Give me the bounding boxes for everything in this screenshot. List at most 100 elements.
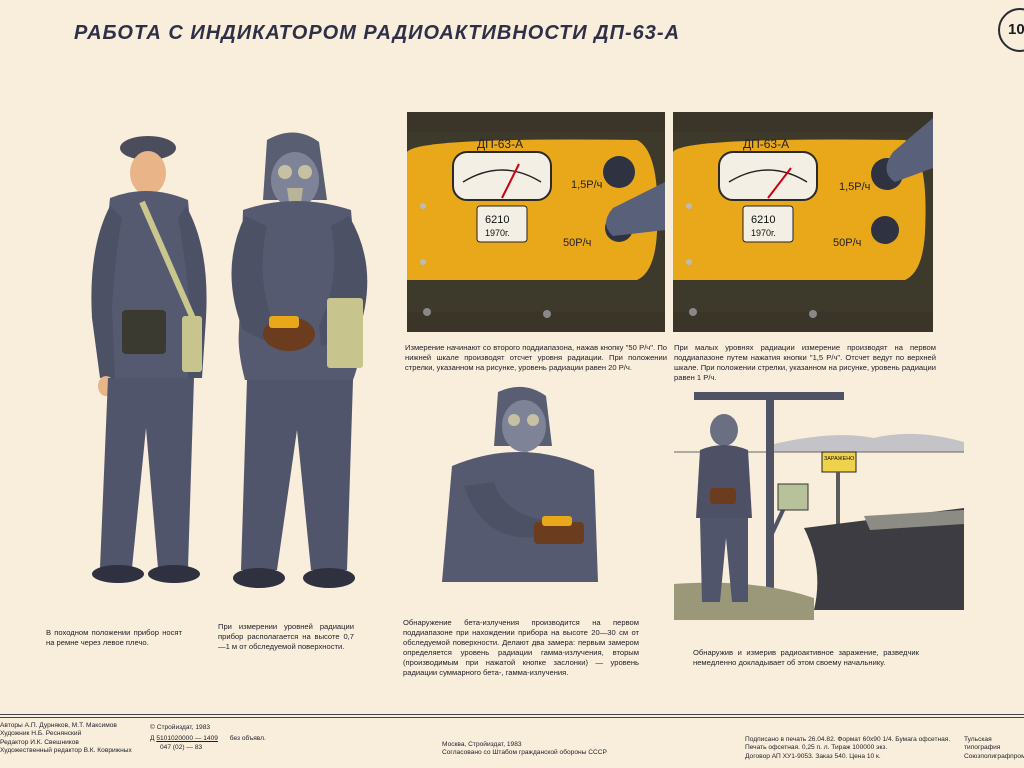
editor-line: Редактор И.К. Свешников xyxy=(0,738,79,746)
printer-2: типография xyxy=(964,744,1001,752)
serial-text: 6210 xyxy=(485,214,509,226)
agreed-line: Согласовано со Штабом гражданской оборон… xyxy=(442,749,607,757)
caption-marching: В походном положении прибор носят на рем… xyxy=(46,628,182,647)
cap-shape xyxy=(120,136,176,160)
face-shape xyxy=(130,151,166,195)
footer-copyright: © Стройиздат, 1983 Д 5101020000 — 1409 б… xyxy=(150,724,266,752)
author-line: Авторы А.П. Дурняков, М.Т. Максимов xyxy=(0,722,117,729)
device-name-label: ДП-63-А xyxy=(477,137,523,151)
button-50 xyxy=(871,216,899,244)
screw-1 xyxy=(686,203,692,209)
print-info-3: Договор АП ХУ1-9053. Заказ 540. Цена 10 … xyxy=(745,752,881,760)
mask-eye-left xyxy=(278,165,292,179)
device-top xyxy=(542,516,572,526)
soldier-legs xyxy=(700,518,748,602)
soldier-device xyxy=(710,488,736,504)
figure-soldier-marching xyxy=(91,136,207,583)
finger-shape xyxy=(886,118,933,182)
meter-window xyxy=(718,151,818,201)
serial-plate xyxy=(742,205,794,243)
boot-right xyxy=(148,565,200,583)
serial-text: 6210 xyxy=(751,214,775,226)
device-name-label: ДП-63-А xyxy=(743,137,789,151)
footer-print-info: Подписано в печать 26.04.82. Формат 60х9… xyxy=(745,736,950,761)
footer-authors: Авторы А.П. Дурняков, М.Т. Максимов Худо… xyxy=(0,722,132,756)
caption-beta: Обнаружение бета-излучения производится … xyxy=(403,618,639,677)
code-prefix: Д xyxy=(150,735,155,743)
button-1-5 xyxy=(603,156,635,188)
device-illustration-2: ДП-63-А 6210 1970г. 1,5Р/ч 50Р/ч xyxy=(673,118,933,318)
caption-low-range: При малых уровнях радиации измерение про… xyxy=(674,343,936,382)
soldier-head xyxy=(710,414,738,446)
year-text: 1970г. xyxy=(751,228,776,238)
figure-field-report-scene: ЗАРАЖЕНО xyxy=(674,392,964,620)
warning-sign-text: ЗАРАЖЕНО xyxy=(824,456,854,462)
mask-shape xyxy=(502,400,546,452)
pouch-shape xyxy=(122,310,166,354)
footer-divider-top xyxy=(0,714,1024,715)
screw-2 xyxy=(686,259,692,265)
horizon-hills xyxy=(774,433,964,452)
year-text: 1970г. xyxy=(485,228,510,238)
arm-shape xyxy=(464,482,554,538)
bag-shape xyxy=(327,298,363,368)
boot-right xyxy=(303,568,355,588)
post-roof xyxy=(694,392,844,400)
meter-window xyxy=(452,151,552,201)
soldier-body xyxy=(696,445,752,518)
code-top: 5101020000 — 1409 xyxy=(156,735,218,743)
art-editor-line: Художественный редактор В.К. Коврижных xyxy=(0,747,132,755)
copyright-line: © Стройиздат, 1983 xyxy=(150,724,211,731)
device-panel-high-range: ДП-63-А 6210 1970г. 1,5Р/ч 50Р/ч xyxy=(407,112,665,332)
warning-sign xyxy=(821,451,857,473)
device-top xyxy=(269,316,299,328)
figure-soldier-beta-check xyxy=(442,386,598,582)
no-announce: без объявл. xyxy=(229,735,266,743)
meter-arc xyxy=(462,169,542,183)
artist-line: Художник Н.Б. Реснянский xyxy=(0,730,82,738)
device-panel-low-range: ДП-63-А 6210 1970г. 1,5Р/ч 50Р/ч xyxy=(673,112,933,332)
figure-soldier-measuring xyxy=(231,132,368,588)
device-illustration-1: ДП-63-А 6210 1970г. 1,5Р/ч 50Р/ч xyxy=(407,132,665,318)
publisher-line: Москва, Стройиздат, 1983 xyxy=(442,741,522,748)
legs-shape xyxy=(241,380,353,570)
strap-shape xyxy=(139,200,198,325)
field-telephone xyxy=(777,483,809,511)
trench-shape xyxy=(804,508,964,610)
label-1-5: 1,5Р/ч xyxy=(571,179,602,191)
meter-needle xyxy=(767,167,792,199)
footer-divider-bottom xyxy=(0,717,1024,718)
legs-shape xyxy=(100,378,194,568)
page-number: 10 xyxy=(998,8,1024,52)
mask-eye-right xyxy=(527,414,539,426)
screw-4 xyxy=(543,310,551,318)
device-in-hands xyxy=(534,522,584,544)
caption-high-range: Измерение начинают со второго поддиапазо… xyxy=(405,343,667,372)
print-info-1: Подписано в печать 26.04.82. Формат 60х9… xyxy=(745,736,951,743)
mask-eye-right xyxy=(298,165,312,179)
poster-title: РАБОТА С ИНДИКАТОРОМ РАДИОАКТИВНОСТИ ДП-… xyxy=(74,22,681,44)
arm-left-shape xyxy=(231,216,275,344)
screw-3 xyxy=(689,308,697,316)
boot-left xyxy=(92,565,144,583)
serial-plate xyxy=(476,205,528,243)
label-50: 50Р/ч xyxy=(563,237,591,249)
screw-4 xyxy=(809,310,817,318)
left-arm-shape xyxy=(91,206,122,378)
meter-arc xyxy=(728,169,808,183)
label-50: 50Р/ч xyxy=(833,237,861,249)
printer-3: Союзполиграфпрома xyxy=(964,752,1024,760)
footer-printer: Тульская типография Союзполиграфпрома xyxy=(964,736,1024,761)
footer-publisher: Москва, Стройиздат, 1983 Согласовано со … xyxy=(442,741,607,758)
post-brace xyxy=(768,507,786,539)
printer-1: Тульская xyxy=(964,736,992,743)
screw-2 xyxy=(420,259,426,265)
caption-measuring-height: При измерении уровней радиации прибор ра… xyxy=(218,622,354,651)
screw-1 xyxy=(420,203,426,209)
trench-logs xyxy=(864,510,964,530)
mask-eye-left xyxy=(508,414,520,426)
caption-report: Обнаружив и измерив радиоактивное зараже… xyxy=(693,648,919,667)
post-pole xyxy=(766,396,774,606)
sign-post xyxy=(836,472,840,532)
